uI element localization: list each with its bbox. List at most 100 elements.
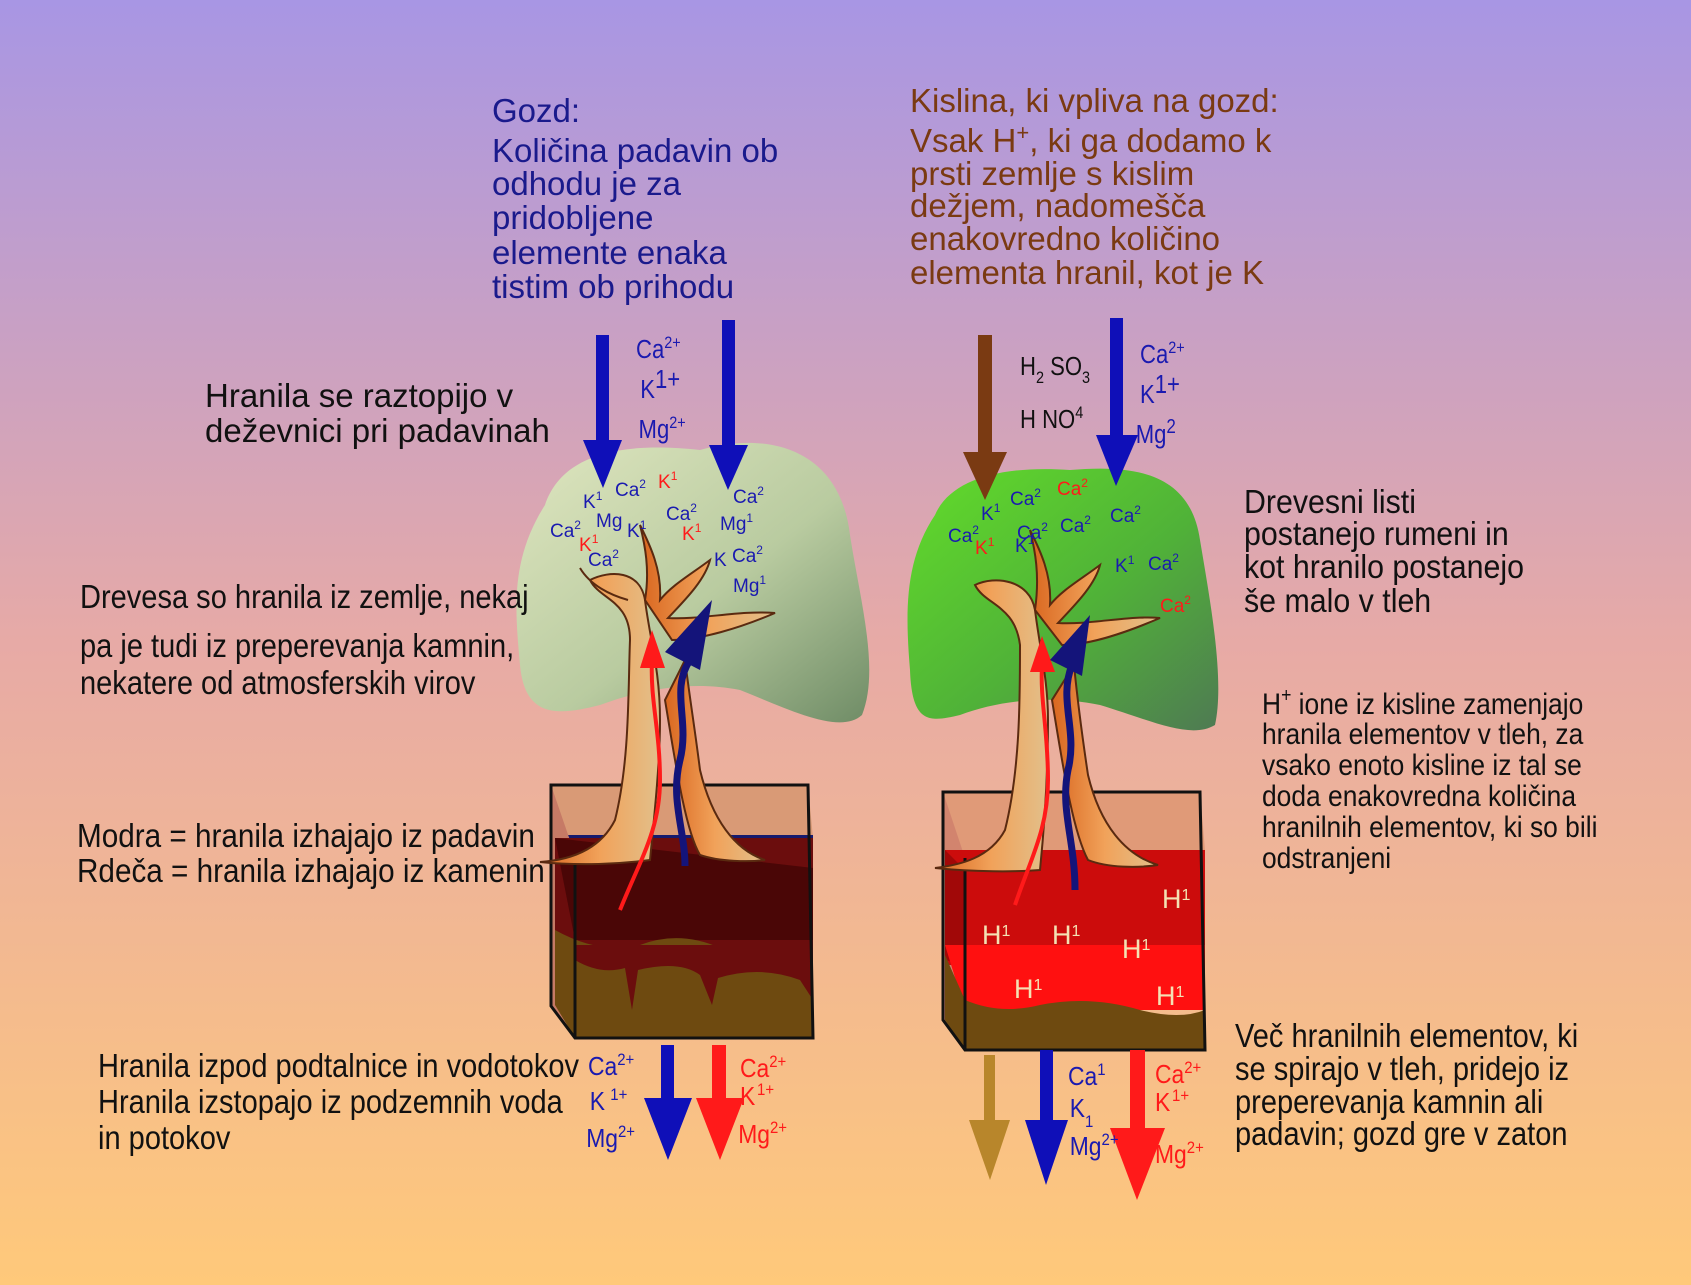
left-rain-arrow-2 (709, 320, 748, 490)
right-outflow-blue-arrow (1025, 1050, 1068, 1185)
right-leaf-ion-9: K1 (1115, 553, 1135, 577)
left-leaf-ion-3: Ca2 (550, 518, 581, 542)
svg-text:Mg2+: Mg2+ (1070, 1131, 1119, 1161)
left-leaf-ion-7: K1 (627, 518, 647, 542)
svg-text:K1+: K1+ (1140, 370, 1180, 409)
svg-text:postanejo rumeni in: postanejo rumeni in (1244, 515, 1509, 552)
caption-leaves: Drevesni listi postanejo rumeni in kot h… (1244, 483, 1524, 619)
svg-text:in potokov: in potokov (98, 1119, 231, 1156)
left-leaf-ion-4: Ca2 (666, 501, 697, 525)
left-leaf-ion-14: Mg1 (733, 573, 766, 597)
right-acid-arrow (963, 335, 1007, 500)
svg-text:Drevesa so hranila iz zemlje,: Drevesa so hranila iz zemlje, nekaj (80, 578, 529, 615)
left-leaf-ion-10: K1 (579, 532, 599, 556)
svg-text:tistim ob prihodu: tistim ob prihodu (492, 268, 734, 305)
svg-text:Vsak H+, ki ga dodamo k: Vsak H+, ki ga dodamo k (910, 120, 1272, 159)
left-outflow-red-arrow (696, 1045, 744, 1160)
right-leaf-ion-10: Ca2 (1148, 551, 1179, 575)
svg-text:elementa hranil, kot je K: elementa hranil, kot je K (910, 254, 1264, 291)
svg-text:Mg2: Mg2 (1136, 415, 1176, 450)
svg-text:Ca2+: Ca2+ (636, 334, 681, 364)
svg-text:vsako enoto kisline iz tal se: vsako enoto kisline iz tal se (1262, 747, 1582, 781)
soil-h-ion-0: H1 (982, 920, 1011, 950)
svg-text:pa je tudi iz preperevanja kam: pa je tudi iz preperevanja kamnin, (80, 627, 514, 664)
svg-text:K1: K1 (1070, 1095, 1094, 1132)
caption-groundwater: Hranila izpod podtalnice in vodotokov Hr… (98, 1047, 579, 1156)
right-soil-box (941, 790, 1207, 1052)
right-leaf-ion-11: Ca2 (1160, 593, 1191, 617)
svg-text:odstranjeni: odstranjeni (1262, 840, 1391, 874)
right-leaf-ion-0: K1 (981, 501, 1001, 525)
left-description: Količina padavin ob odhodu je za pridobl… (492, 132, 778, 305)
svg-text:odhodu je za: odhodu je za (492, 165, 682, 202)
right-outflow-blue-ions: Ca1 K1 Mg2+ (1068, 1061, 1119, 1161)
right-rain-arrow (1096, 318, 1138, 486)
svg-text:Hranila izstopajo iz podzemnih: Hranila izstopajo iz podzemnih voda (98, 1083, 563, 1120)
right-title: Kislina, ki vpliva na gozd: (910, 82, 1279, 119)
svg-text:H NO4: H NO4 (1020, 404, 1083, 434)
svg-text:Mg2+: Mg2+ (639, 414, 686, 444)
svg-text:H2 SO3: H2 SO3 (1020, 352, 1090, 387)
caption-exchange: H+ ione iz kisline zamenjajo hranila ele… (1262, 684, 1597, 874)
svg-text:Rdeča = hranila izhajajo iz ka: Rdeča = hranila izhajajo iz kamenin (77, 853, 545, 890)
svg-text:Drevesni listi: Drevesni listi (1244, 483, 1416, 520)
right-leaf-ion-8: Ca2 (1110, 503, 1141, 527)
svg-text:prsti zemlje s kislim: prsti zemlje s kislim (910, 155, 1194, 192)
svg-text:Hranila izpod podtalnice in vo: Hranila izpod podtalnice in vodotokov (98, 1047, 579, 1084)
svg-text:H+ ione iz kisline zamenjajo: H+ ione iz kisline zamenjajo (1262, 684, 1583, 720)
svg-text:Mg2+: Mg2+ (586, 1123, 635, 1153)
caption-decline: Več hranilnih elementov, ki se spirajo v… (1235, 1017, 1578, 1152)
left-leaf-ion-1: Ca2 (615, 477, 646, 501)
svg-text:doda enakovredna količina: doda enakovredna količina (1262, 778, 1576, 812)
right-leaf-ion-5: Ca2 (1017, 520, 1048, 544)
right-leaf-ion-3: Ca2 (948, 523, 979, 547)
left-leaf-ion-12: K (714, 550, 727, 571)
right-tree-trunk (934, 529, 1161, 873)
svg-text:Ca2+: Ca2+ (740, 1053, 786, 1083)
svg-text:dežjem, nadomešča: dežjem, nadomešča (910, 187, 1206, 224)
right-acid-labels: H2 SO3 H NO4 (1020, 352, 1090, 434)
svg-text:Modra = hranila izhajajo iz pa: Modra = hranila izhajajo iz padavin (77, 818, 535, 855)
right-leaf-ion-7: Ca2 (1060, 513, 1091, 537)
svg-text:K1+: K1+ (640, 365, 680, 404)
left-rain-arrow-1 (583, 335, 622, 488)
left-uptake-arrows (618, 600, 712, 911)
soil-h-ion-4: H1 (1014, 974, 1043, 1004)
left-leaf-ion-6: Ca2 (588, 547, 619, 571)
svg-text:padavin; gozd gre v zaton: padavin; gozd gre v zaton (1235, 1115, 1568, 1152)
svg-text:Mg2+: Mg2+ (1155, 1139, 1204, 1169)
svg-text:enakovredno količino: enakovredno količino (910, 220, 1220, 257)
right-description: Vsak H+, ki ga dodamo k prsti zemlje s k… (910, 120, 1272, 291)
svg-text:Mg2+: Mg2+ (738, 1119, 787, 1149)
right-leaf-ion-1: Ca2 (1010, 486, 1041, 510)
caption-dissolve: Hranila se raztopijo v deževnici pri pad… (205, 377, 550, 449)
left-leaf-ion-9: Mg1 (720, 511, 753, 535)
svg-text:elemente enaka: elemente enaka (492, 234, 727, 271)
svg-text:Hranila se raztopijo v: Hranila se raztopijo v (205, 377, 514, 414)
svg-text:nekatere od atmosferskih virov: nekatere od atmosferskih virov (80, 664, 476, 701)
left-leaf-ion-2: K1 (658, 469, 678, 493)
left-leaf-ion-5: Mg (596, 511, 622, 532)
svg-text:preperevanja kamnin ali: preperevanja kamnin ali (1235, 1083, 1543, 1120)
right-outflow-brown-arrow (969, 1055, 1010, 1180)
caption-legend: Modra = hranila izhajajo iz padavin Rdeč… (77, 818, 545, 890)
svg-text:Ca2+: Ca2+ (588, 1051, 634, 1081)
left-tree-trunk (539, 524, 776, 866)
svg-text:Ca2+: Ca2+ (1140, 339, 1185, 369)
right-rain-ions: Ca2+ K1+ Mg2 (1136, 339, 1185, 449)
svg-text:deževnici pri padavinah: deževnici pri padavinah (205, 412, 550, 449)
right-leaf-ion-6: K1 (1015, 533, 1035, 557)
left-leaf-ion-13: Ca2 (732, 543, 763, 567)
svg-text:hranila elementov v tleh, za: hranila elementov v tleh, za (1262, 716, 1584, 750)
svg-text:Ca1: Ca1 (1068, 1061, 1106, 1091)
caption-uptake: Drevesa so hranila iz zemlje, nekaj pa j… (80, 578, 529, 701)
soil-h-ion-2: H1 (1162, 884, 1191, 914)
left-rain-ions: Ca2+ K1+ Mg2+ (636, 334, 686, 444)
